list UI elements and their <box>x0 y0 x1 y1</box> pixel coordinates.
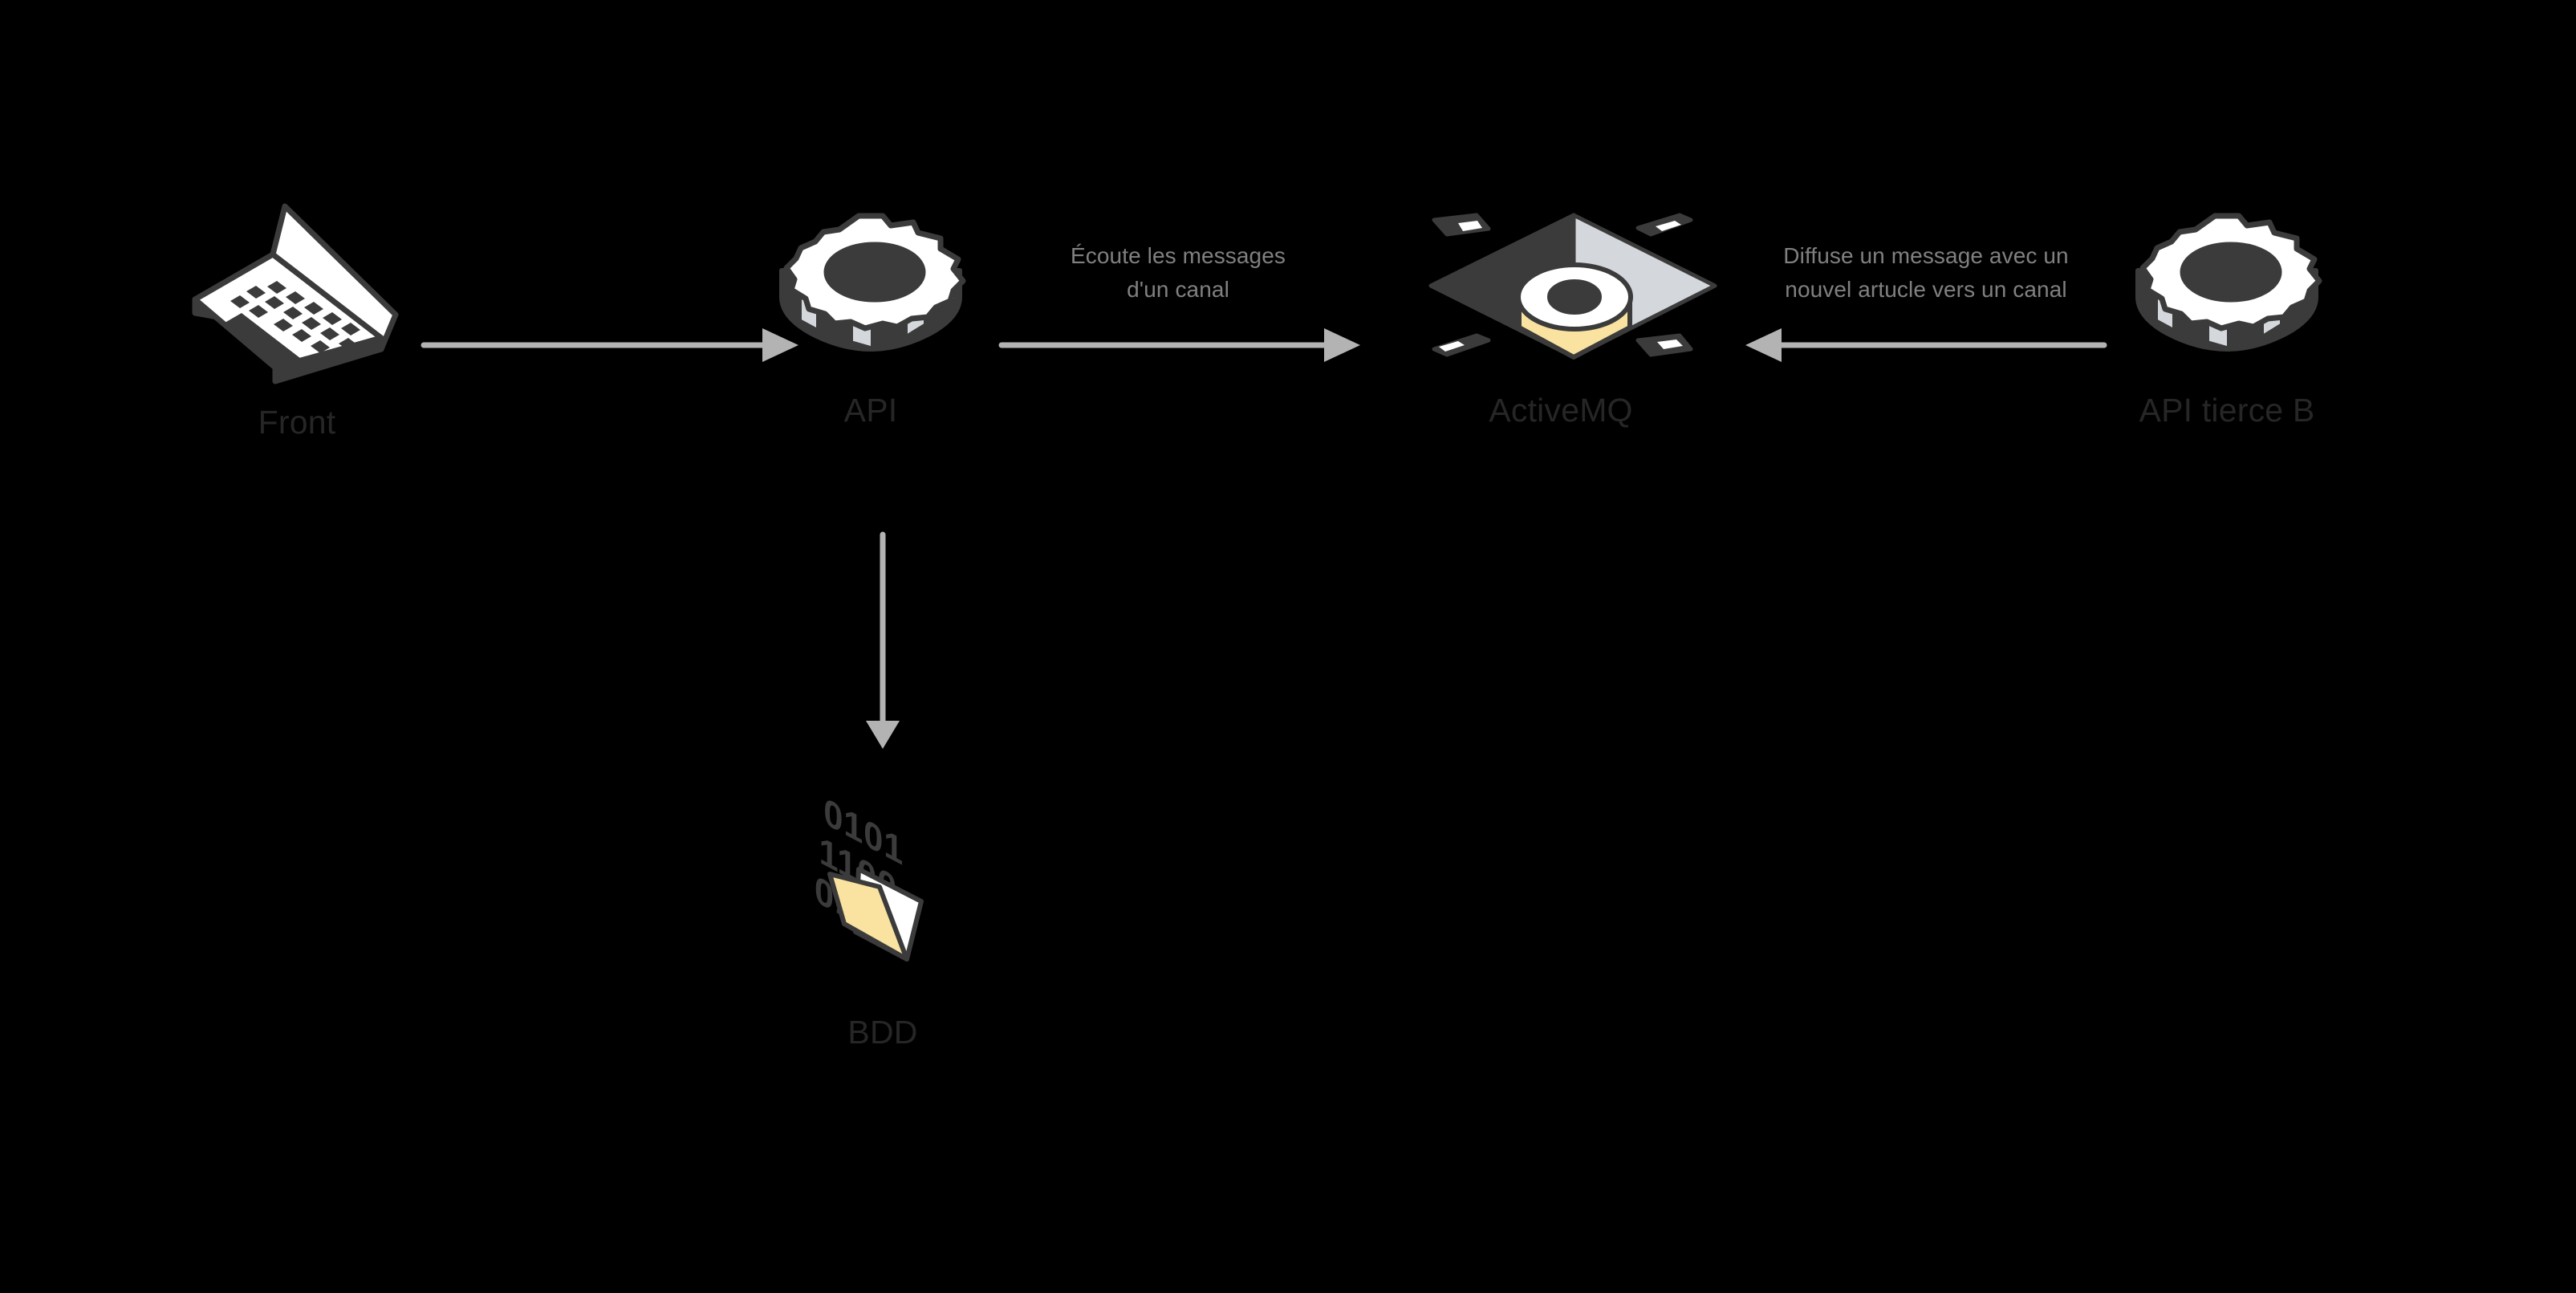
edge-apitierceb-to-activemq <box>1741 313 2111 381</box>
database-folder-icon: 0101 1100 0110 <box>815 789 924 962</box>
edge-api-to-activemq <box>995 313 1364 381</box>
gear-icon <box>779 213 966 352</box>
edge-front-to-api-arrow <box>421 328 798 362</box>
edge-label-apitierceb-to-activemq: Diffuse un message avec un nouvel artucl… <box>1783 243 2069 302</box>
edge-api-to-bdd <box>851 530 915 754</box>
edge-front-to-api <box>417 313 802 381</box>
edge-label-api-to-activemq: Écoute les messages d'un canal <box>1070 243 1286 302</box>
node-api[interactable]: API <box>770 205 971 428</box>
node-label-bdd: BDD <box>847 1014 918 1051</box>
node-bdd[interactable]: 0101 1100 0110 BDD <box>802 766 963 1050</box>
node-label-front: Front <box>258 404 336 441</box>
laptop-icon <box>192 203 399 384</box>
edge-api-to-bdd-arrow <box>866 531 900 749</box>
node-activemq[interactable]: ActiveMQ <box>1400 185 1721 428</box>
node-api-tierce-b[interactable]: API tierce B <box>2127 205 2327 428</box>
gear-icon <box>2135 213 2322 352</box>
node-label-api: API <box>843 392 898 429</box>
message-broker-icon <box>1428 213 1717 360</box>
node-front[interactable]: Front <box>189 197 405 440</box>
node-label-activemq: ActiveMQ <box>1489 392 1633 429</box>
edge-apitierceb-to-activemq-arrow <box>1745 328 2107 362</box>
edge-api-to-activemq-arrow <box>998 328 1360 362</box>
node-label-api-tierce-b: API tierce B <box>2139 392 2315 429</box>
